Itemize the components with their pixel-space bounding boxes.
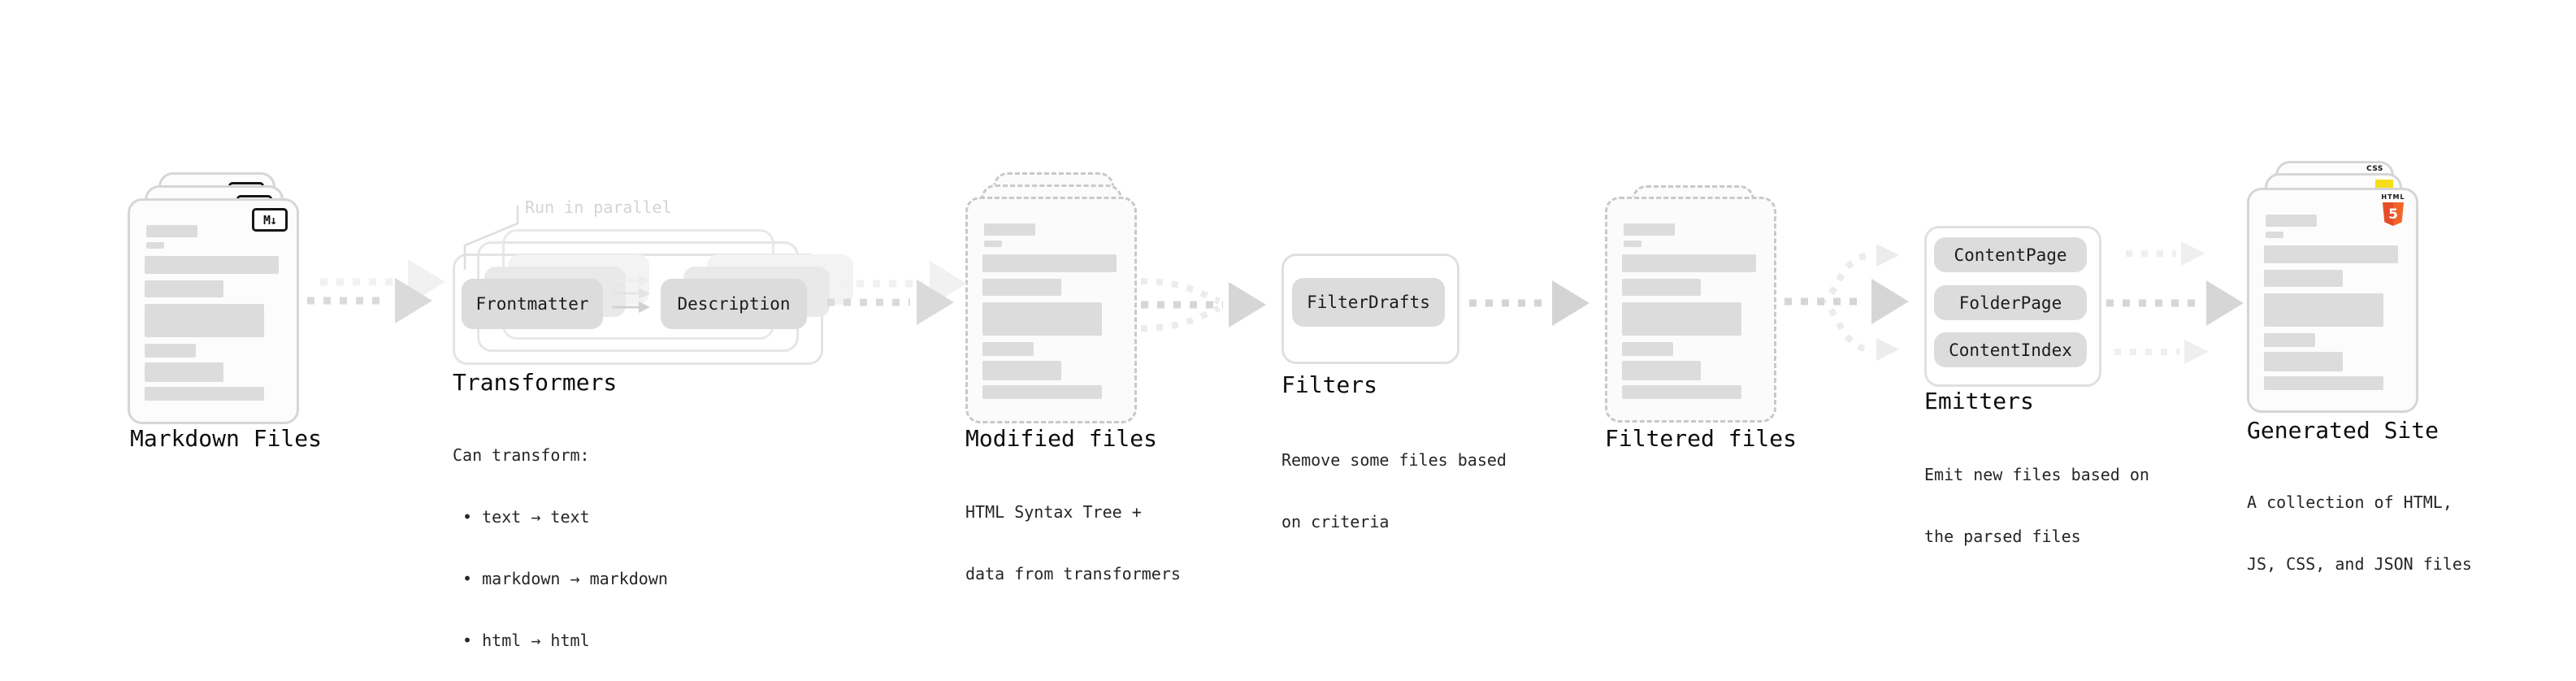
- html5-icon: HTML 5: [2380, 193, 2406, 226]
- arrow-filters-to-filtered-icon: [1469, 280, 1589, 326]
- text-line-placeholder: [2264, 245, 2398, 263]
- emitters-title: Emitters: [1924, 388, 2034, 414]
- arrow-markdown-to-transformers-icon: [307, 259, 445, 323]
- text-line-placeholder: [2266, 232, 2283, 238]
- modified-file-card-front: [965, 197, 1137, 423]
- text-line-placeholder: [2264, 293, 2383, 327]
- text-line-placeholder: [1622, 361, 1701, 380]
- text-line-placeholder: [145, 387, 264, 401]
- transformers-caption: Can transform: • text → text • markdown …: [453, 405, 668, 681]
- text-line-placeholder: [2264, 270, 2343, 287]
- text-line-placeholder: [2264, 352, 2343, 371]
- html5-icon-shield: 5: [2383, 202, 2404, 226]
- text-line-placeholder: [145, 344, 196, 358]
- filters-title: Filters: [1281, 371, 1378, 398]
- text-line-placeholder: [982, 342, 1034, 356]
- frontmatter-pill: Frontmatter: [462, 279, 603, 329]
- markdown-file-card-front: M↓: [128, 198, 299, 424]
- caption-line: • markdown → markdown: [453, 569, 668, 588]
- text-line-placeholder: [1622, 342, 1673, 356]
- html5-icon-number: 5: [2388, 206, 2398, 223]
- markdown-files-title: Markdown Files: [130, 425, 323, 452]
- caption-line: • html → html: [453, 631, 590, 650]
- text-line-placeholder: [982, 254, 1117, 272]
- transformers-title: Transformers: [453, 369, 618, 396]
- arrow-modified-to-filters-icon: [1140, 278, 1266, 332]
- filtered-files-title: Filtered files: [1605, 425, 1798, 452]
- generated-site-caption: A collection of HTML, JS, CSS, and JSON …: [2247, 452, 2472, 614]
- caption-line: • text → text: [453, 507, 590, 527]
- text-line-placeholder: [984, 241, 1002, 247]
- caption-line: HTML Syntax Tree +: [965, 502, 1142, 522]
- caption-line: Can transform:: [453, 445, 590, 465]
- text-line-placeholder: [2264, 333, 2315, 347]
- text-line-placeholder: [1622, 254, 1756, 272]
- caption-line: the parsed files: [1924, 527, 2081, 546]
- text-line-placeholder: [145, 256, 279, 274]
- text-line-placeholder: [1622, 279, 1701, 296]
- modified-files-caption: HTML Syntax Tree + data from transformer…: [965, 462, 1181, 624]
- arrow-filtered-to-emitters-icon: [1785, 244, 1909, 361]
- caption-line: JS, CSS, and JSON files: [2247, 554, 2472, 574]
- site-file-card-front: HTML 5: [2247, 188, 2418, 413]
- css-icon-label: CSS: [2366, 165, 2383, 173]
- text-line-placeholder: [145, 362, 223, 382]
- text-line-placeholder: [982, 302, 1102, 336]
- caption-line: Emit new files based on: [1924, 465, 2149, 484]
- generated-site-title: Generated Site: [2247, 417, 2439, 444]
- caption-line: data from transformers: [965, 564, 1181, 583]
- html5-icon-label: HTML: [2381, 193, 2405, 201]
- caption-line: A collection of HTML,: [2247, 492, 2452, 512]
- content-index-pill: ContentIndex: [1934, 332, 2087, 367]
- content-page-pill: ContentPage: [1934, 237, 2087, 272]
- caption-line: on criteria: [1281, 512, 1390, 531]
- text-line-placeholder: [145, 280, 223, 297]
- text-line-placeholder: [1622, 385, 1741, 399]
- filtered-file-card-front: [1605, 197, 1776, 423]
- description-pill: Description: [661, 279, 807, 329]
- text-line-placeholder: [982, 279, 1061, 296]
- text-line-placeholder: [145, 304, 264, 337]
- text-line-placeholder: [982, 385, 1102, 399]
- text-line-placeholder: [146, 242, 164, 249]
- arrow-emitters-to-site-icon: [2106, 241, 2244, 364]
- run-in-parallel-label: Run in parallel: [525, 197, 672, 217]
- text-line-placeholder: [146, 225, 197, 237]
- modified-files-title: Modified files: [965, 425, 1158, 452]
- caption-line: Remove some files based: [1281, 450, 1507, 470]
- filters-caption: Remove some files based on criteria: [1281, 410, 1507, 572]
- text-line-placeholder: [1624, 223, 1675, 236]
- text-line-placeholder: [2266, 215, 2317, 227]
- filter-drafts-pill: FilterDrafts: [1292, 278, 1445, 327]
- emitters-caption: Emit new files based on the parsed files: [1924, 424, 2149, 587]
- text-line-placeholder: [1624, 241, 1641, 247]
- text-line-placeholder: [2264, 376, 2383, 390]
- text-line-placeholder: [1622, 302, 1741, 336]
- text-line-placeholder: [982, 361, 1061, 380]
- text-line-placeholder: [984, 223, 1035, 236]
- markdown-icon: M↓: [252, 208, 288, 232]
- folder-page-pill: FolderPage: [1934, 285, 2087, 320]
